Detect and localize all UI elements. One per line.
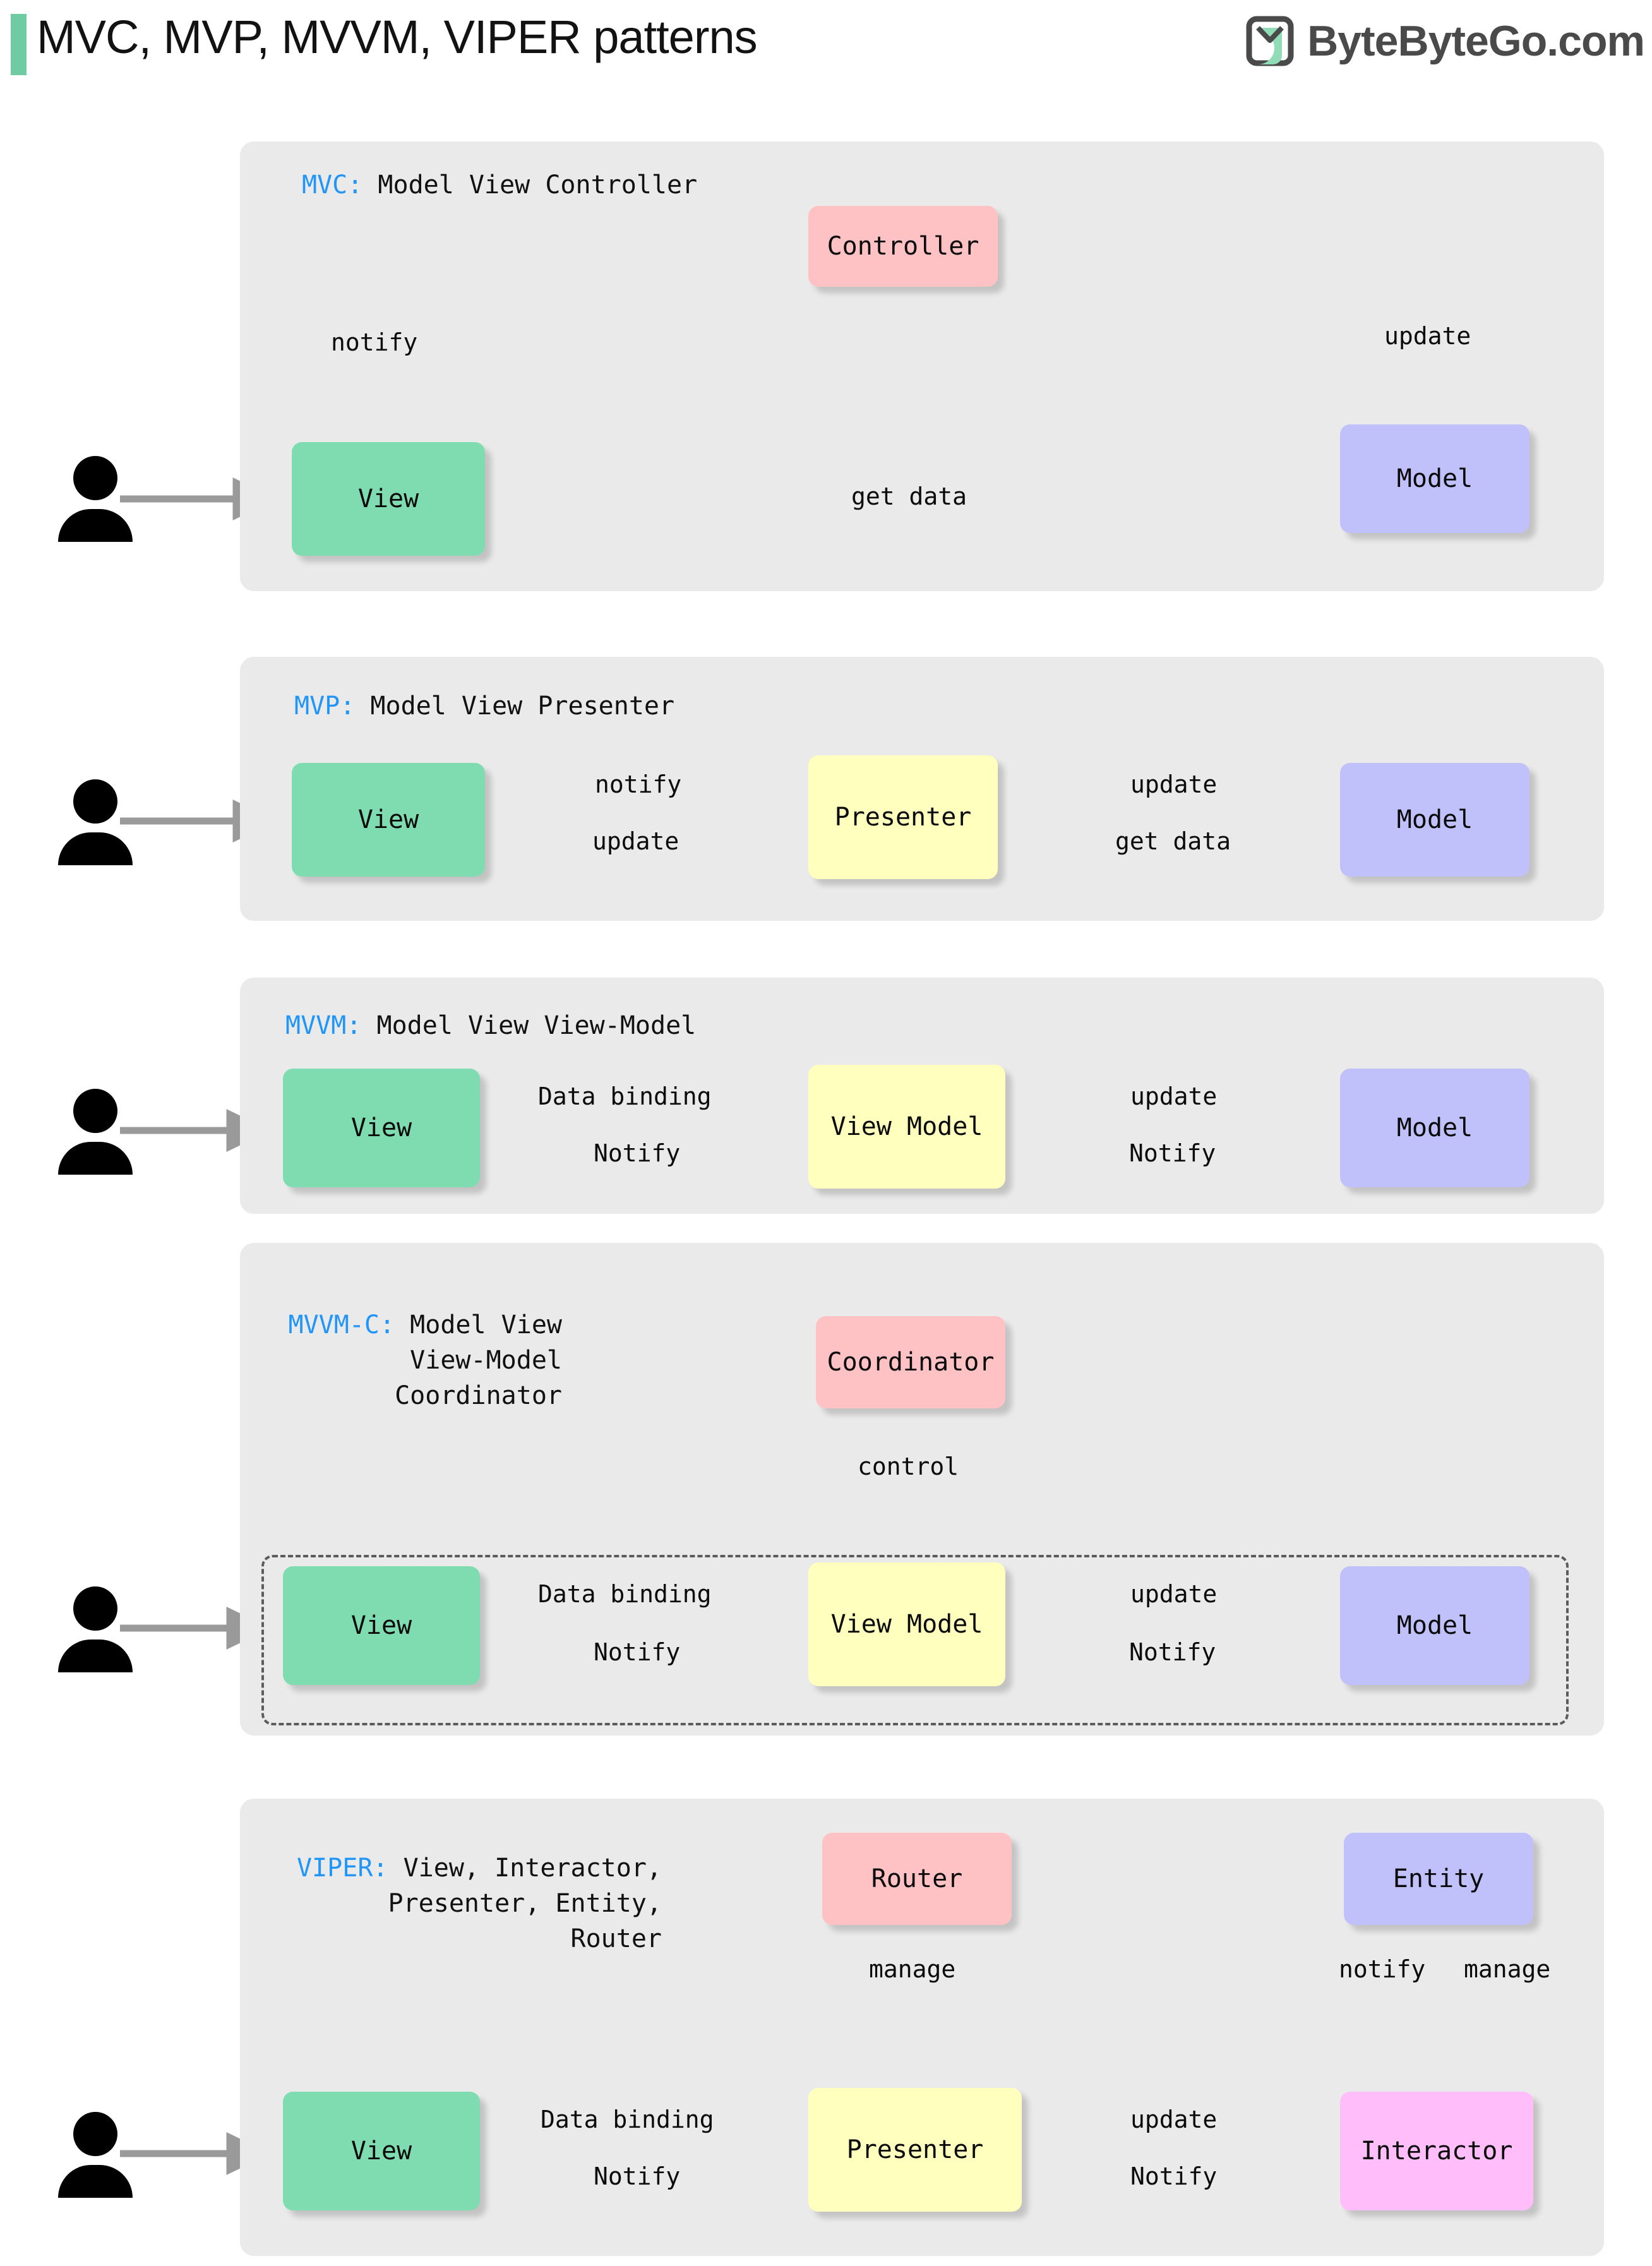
node-presenter-mvp[interactable]: Presenter — [808, 755, 998, 879]
user-body — [58, 1640, 133, 1672]
user-person-icon — [58, 456, 133, 542]
node-interactor-viper[interactable]: Interactor — [1340, 2092, 1533, 2210]
node-view-mvvm[interactable]: View — [283, 1069, 480, 1187]
user-body — [58, 1142, 133, 1175]
brand-logo-group: ByteByteGo.com — [1244, 11, 1645, 71]
node-router-viper[interactable]: Router — [822, 1833, 1012, 1925]
section-title-line1-viper: View, Interactor, — [403, 1854, 662, 1883]
page-title: MVC, MVP, MVVM, VIPER patterns — [37, 11, 758, 63]
node-controller-mvc[interactable]: Controller — [808, 206, 998, 287]
node-presenter-viper[interactable]: Presenter — [808, 2088, 1022, 2212]
user-head — [73, 1586, 117, 1631]
edge-label-update-mvvm: update — [1130, 1082, 1218, 1110]
section-title-mvvm: MVVM: Model View View-Model — [285, 1008, 696, 1043]
edge-label-get-data-mvp: get data — [1115, 827, 1231, 855]
section-title-line2-mvvmc: View-Model — [410, 1346, 562, 1375]
section-title-line3-viper: Router — [570, 1924, 662, 1953]
edge-label-manage-interactor-viper: manage — [1464, 1955, 1551, 1983]
section-tag-mvp: MVP: — [294, 692, 356, 721]
edge-label-data-binding-mvvm: Data binding — [538, 1082, 712, 1110]
user-head — [73, 456, 117, 500]
section-title-text-mvp: Model View Presenter — [370, 692, 675, 721]
section-tag-viper: VIPER: — [297, 1854, 388, 1883]
user-body — [58, 832, 133, 865]
user-head — [73, 2112, 117, 2156]
section-title-text-mvc: Model View Controller — [378, 171, 698, 200]
user-person-icon — [58, 1586, 133, 1672]
section-tag-mvc: MVC: — [302, 171, 363, 200]
edge-label-notify-model-vm-mvvm: Notify — [1129, 1139, 1216, 1167]
edge-label-notify-mvc: notify — [331, 328, 418, 356]
edge-label-notify-model-vm-mvvmc: Notify — [1129, 1638, 1216, 1666]
edge-label-update-viper: update — [1130, 2106, 1218, 2133]
bytebytego-leaf-logo — [1246, 16, 1294, 66]
section-title-mvp: MVP: Model View Presenter — [294, 688, 674, 724]
node-model-mvvm[interactable]: Model — [1340, 1069, 1529, 1187]
edge-label-notify-vm-view-mvvmc: Notify — [594, 1638, 681, 1666]
edge-label-update-mvc: update — [1384, 322, 1471, 350]
section-title-line3-mvvmc: Coordinator — [395, 1381, 562, 1410]
user-person-icon — [58, 2112, 133, 2198]
node-view-mvp[interactable]: View — [292, 763, 485, 877]
node-viewmodel-mvvm[interactable]: View Model — [808, 1065, 1005, 1189]
edge-label-notify-entity-viper: notify — [1339, 1955, 1426, 1983]
mvvm-module-group-box — [261, 1555, 1569, 1725]
section-title-viper: VIPER: View, Interactor, Presenter, Entit… — [269, 1850, 662, 1957]
node-view-mvc[interactable]: View — [292, 442, 485, 556]
user-body — [58, 509, 133, 542]
node-model-mvvmc[interactable]: Model — [1340, 1566, 1529, 1685]
title-accent-bar — [11, 14, 27, 75]
edge-label-notify-vm-view-mvvm: Notify — [594, 1139, 681, 1167]
section-title-line2-viper: Presenter, Entity, — [388, 1889, 662, 1918]
node-coordinator-mvvmc[interactable]: Coordinator — [816, 1316, 1005, 1408]
edge-label-update-back-mvp: update — [592, 827, 679, 855]
edge-label-notify-presenter-view-viper: Notify — [594, 2162, 681, 2190]
section-tag-mvvm: MVVM: — [285, 1011, 362, 1040]
page-header: MVC, MVP, MVVM, VIPER patterns ByteByteG… — [0, 0, 1652, 95]
edge-label-notify-mvp: notify — [595, 770, 682, 798]
edge-label-notify-interactor-pres-viper: Notify — [1130, 2162, 1218, 2190]
edge-label-update-mvp: update — [1130, 770, 1218, 798]
user-person-icon — [58, 779, 133, 865]
brand-name: ByteByteGo.com — [1307, 17, 1645, 65]
section-title-line1-mvvmc: Model View — [410, 1310, 562, 1340]
edge-label-data-binding-viper: Data binding — [541, 2106, 714, 2133]
section-tag-mvvmc: MVVM-C: — [288, 1310, 395, 1340]
node-view-mvvmc[interactable]: View — [283, 1566, 480, 1685]
edge-label-manage-router-viper: manage — [869, 1955, 956, 1983]
node-view-viper[interactable]: View — [283, 2092, 480, 2210]
user-body — [58, 2165, 133, 2198]
node-model-mvc[interactable]: Model — [1340, 424, 1529, 533]
node-model-mvp[interactable]: Model — [1340, 763, 1529, 877]
user-person-icon — [58, 1089, 133, 1175]
section-title-text-mvvm: Model View View-Model — [376, 1011, 697, 1040]
node-entity-viper[interactable]: Entity — [1344, 1833, 1533, 1925]
edge-label-data-binding-mvvmc: Data binding — [538, 1580, 712, 1608]
node-viewmodel-mvvmc[interactable]: View Model — [808, 1562, 1005, 1686]
section-title-mvc: MVC: Model View Controller — [302, 167, 697, 203]
edge-label-control-mvvmc: control — [858, 1453, 959, 1480]
edge-label-get-data-mvc: get data — [851, 483, 967, 510]
edge-label-update-mvvmc: update — [1130, 1580, 1218, 1608]
user-head — [73, 1089, 117, 1133]
user-head — [73, 779, 117, 824]
